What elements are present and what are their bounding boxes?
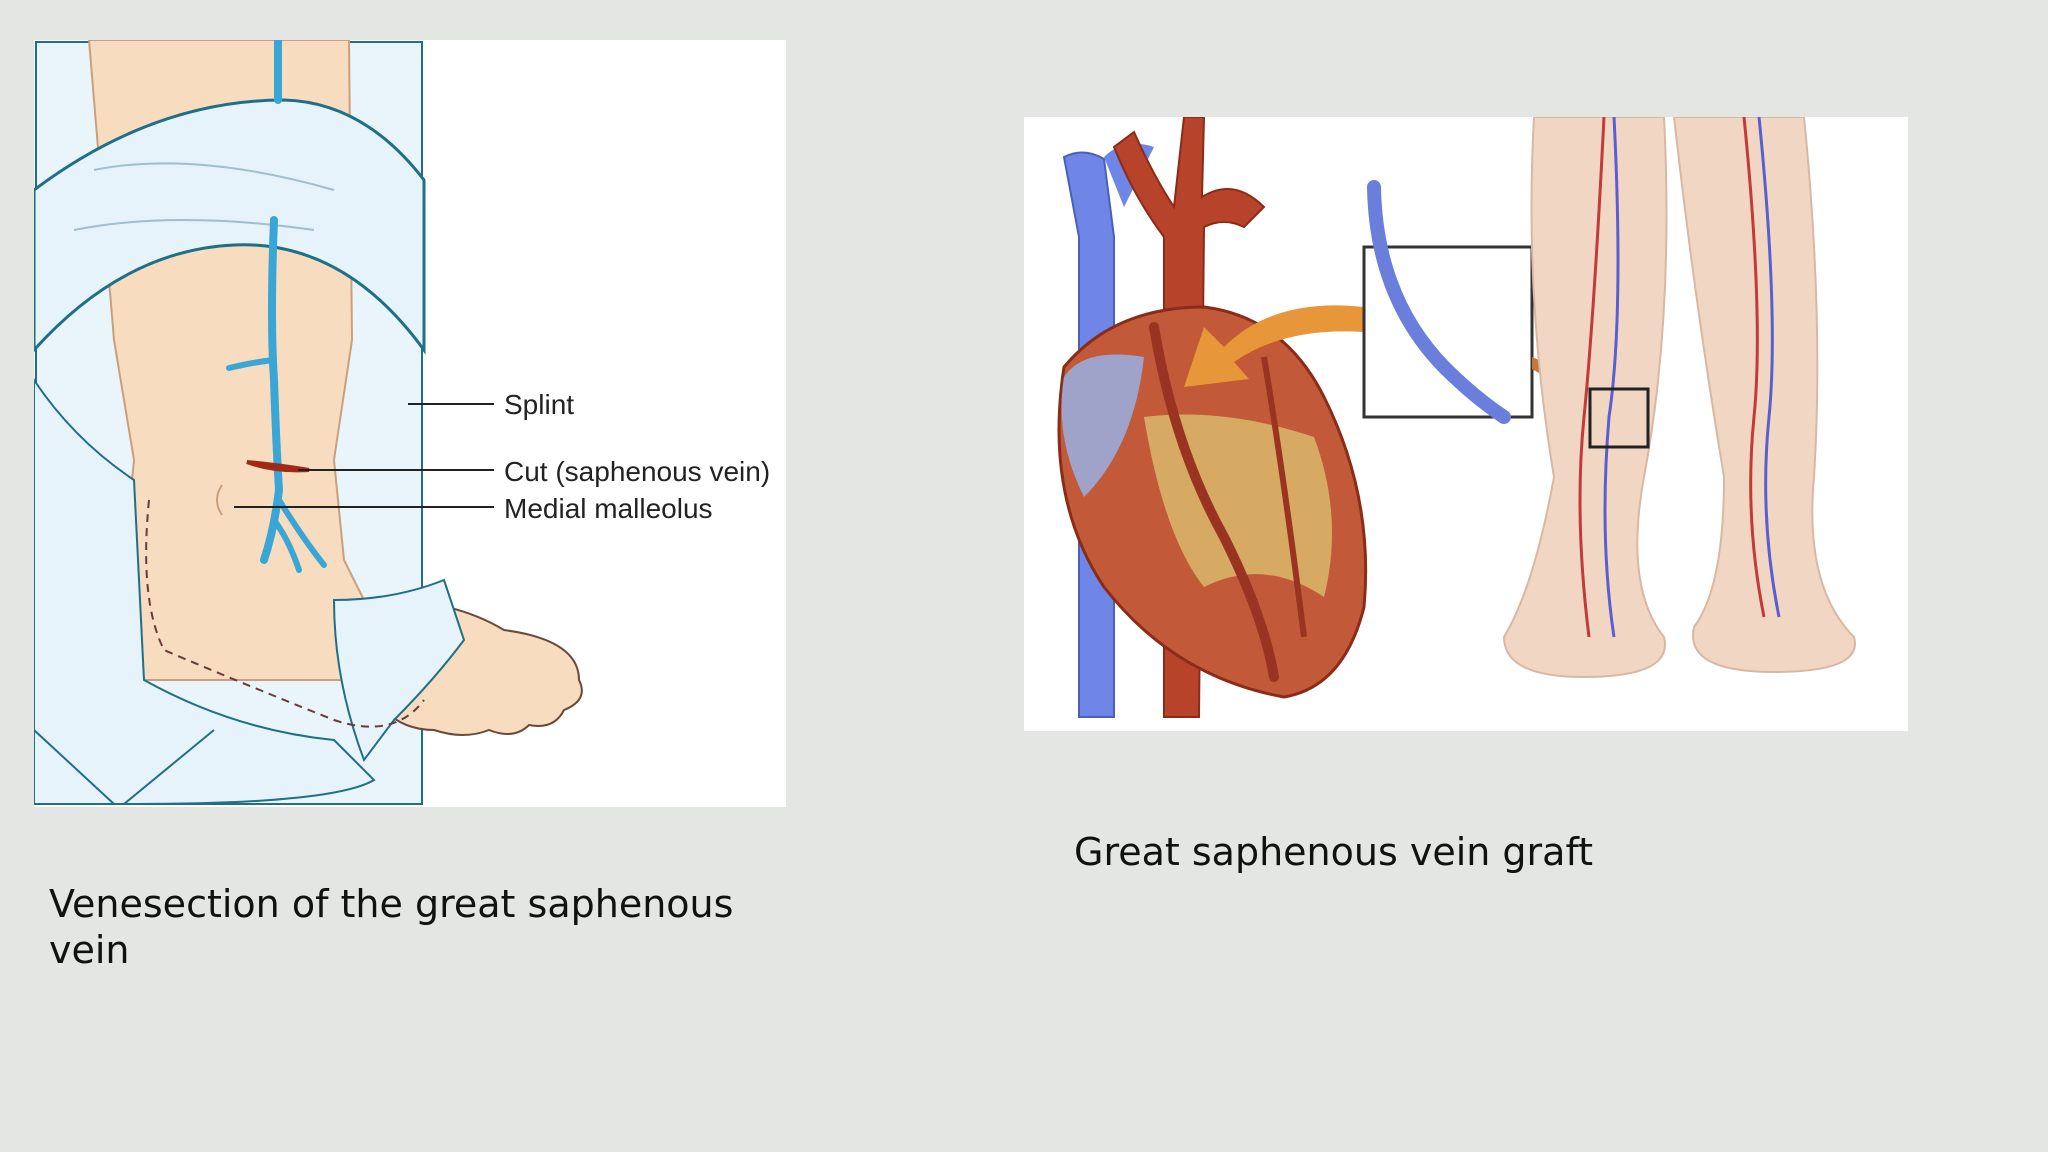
left-caption: Venesection of the great saphenous vein bbox=[49, 882, 734, 972]
venesection-drawing: Splint Cut (saphenous vein) Medial malle… bbox=[34, 40, 770, 805]
splint-label: Splint bbox=[504, 389, 574, 420]
splint-wrap-lower bbox=[34, 378, 376, 805]
graft-arrow bbox=[1184, 305, 1364, 387]
vein-segment bbox=[1367, 180, 1511, 424]
leg-artery bbox=[1578, 117, 1606, 638]
malleolus-label: Medial malleolus bbox=[504, 493, 713, 524]
cut-label: Cut (saphenous vein) bbox=[504, 456, 770, 487]
left-atrium bbox=[1061, 354, 1144, 497]
coronary-graft bbox=[1149, 322, 1279, 682]
heel-outline bbox=[145, 499, 425, 728]
malleolus-bump bbox=[216, 484, 223, 516]
splint-wrap-upper bbox=[34, 98, 426, 355]
harvest-site-box bbox=[1588, 387, 1650, 449]
leg-vein bbox=[1603, 117, 1620, 638]
venesection-illustration: Splint Cut (saphenous vein) Medial malle… bbox=[34, 40, 786, 807]
right-caption: Great saphenous vein graft bbox=[1074, 830, 1594, 874]
splint-wrap-ankle bbox=[332, 578, 466, 763]
leg-right bbox=[1672, 117, 1856, 674]
vein-graft-illustration bbox=[1024, 117, 1908, 731]
coronary-artery bbox=[1261, 356, 1307, 638]
vein-graft-drawing bbox=[1057, 117, 1856, 718]
